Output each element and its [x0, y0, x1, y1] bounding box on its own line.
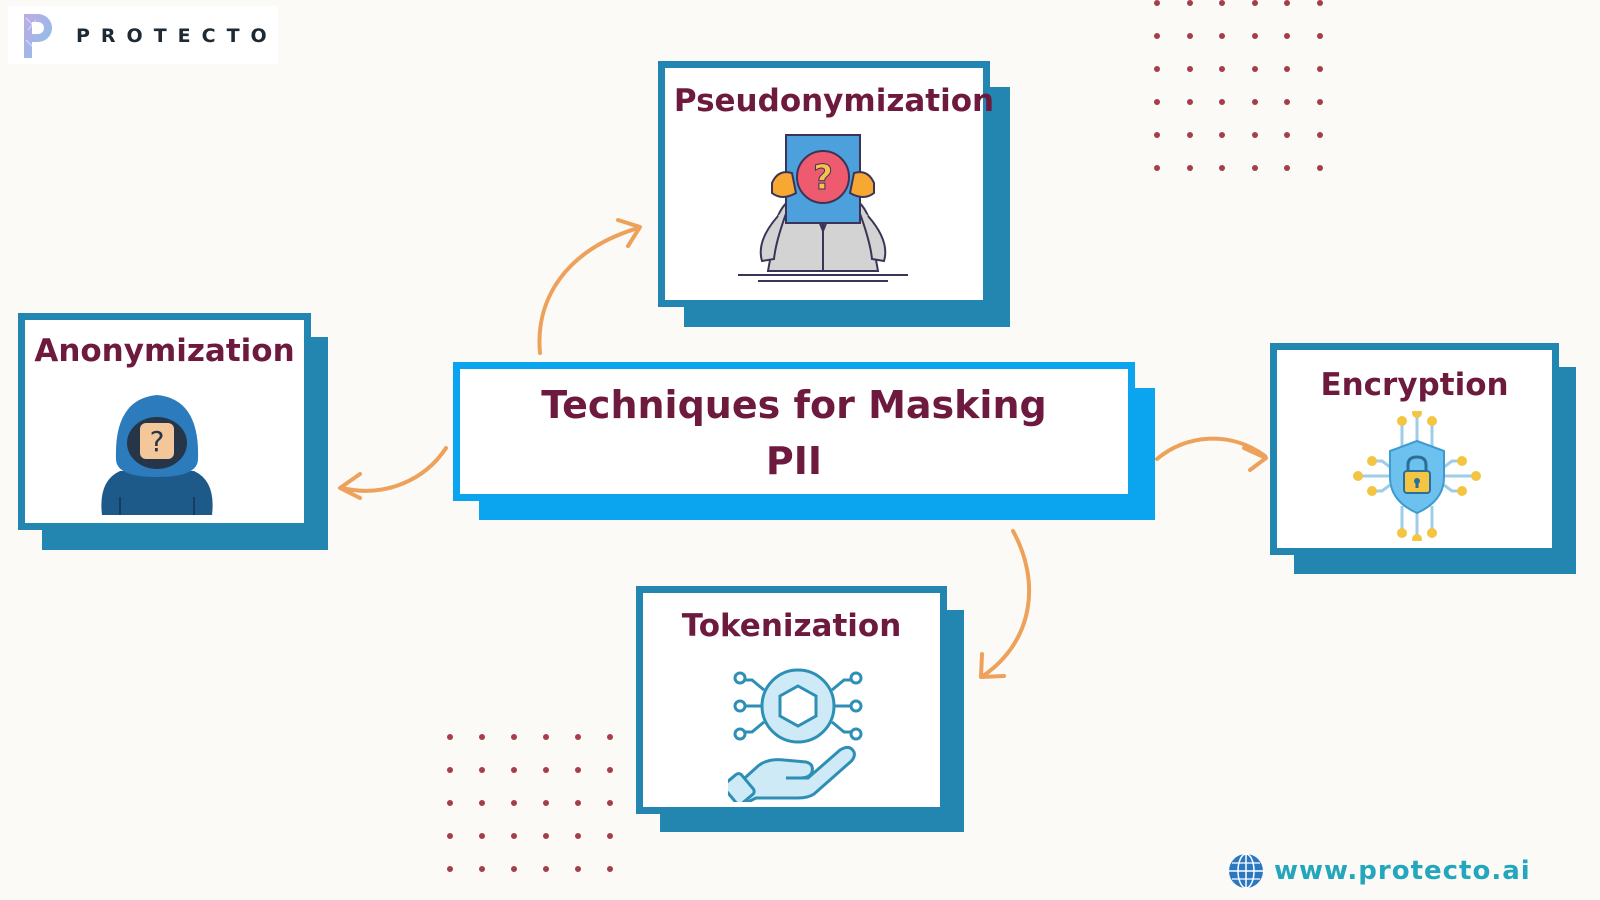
token-hand-icon: [728, 668, 863, 802]
decor-dot: [479, 866, 485, 872]
decor-dot: [1219, 66, 1225, 72]
decor-dot: [1154, 0, 1160, 6]
decor-dot: [1154, 66, 1160, 72]
decor-dot: [575, 866, 581, 872]
decor-dot: [1186, 33, 1193, 39]
decor-dot: [543, 734, 549, 740]
hooded-hacker-icon: ?: [101, 395, 213, 515]
decor-dot: [1219, 0, 1225, 6]
pseudonymization-title: Pseudonymization: [673, 83, 995, 119]
decor-dot: [575, 767, 581, 773]
decor-dot: [1284, 33, 1290, 39]
decor-dot: [1284, 0, 1290, 6]
decor-dot: [1154, 132, 1160, 138]
decor-dot: [479, 800, 485, 806]
encryption-title: Encryption: [1320, 367, 1509, 403]
decor-dot: [1154, 99, 1160, 105]
decor-dot: [1219, 99, 1225, 105]
globe-icon: [1229, 853, 1263, 889]
arrow-to-encryption: [1155, 436, 1267, 461]
decor-dot: [607, 767, 613, 773]
dot-grid-bottom-left: [447, 734, 627, 884]
decor-dot: [543, 800, 549, 806]
decor-dot: [575, 833, 581, 839]
tokenization-title: Tokenization: [681, 608, 902, 644]
decor-dot: [1219, 132, 1225, 138]
decor-dot: [543, 767, 549, 773]
center-title-card: Techniques for Masking PII: [453, 362, 1155, 520]
decor-dot: [447, 800, 453, 806]
decor-dot: [607, 833, 613, 839]
decor-dot: [1284, 66, 1290, 72]
website-url: www.protecto.ai: [1274, 856, 1531, 886]
shield-lock-circuit-icon: [1353, 411, 1481, 541]
decor-dot: [1251, 132, 1258, 138]
center-title: Techniques for Masking PII: [453, 377, 1135, 489]
decor-dot: [511, 767, 517, 773]
decor-dot: [1316, 66, 1323, 72]
decor-dot: [1316, 99, 1323, 105]
decor-dot: [1316, 132, 1323, 138]
decor-dot: [607, 734, 613, 740]
decor-dot: [1186, 0, 1193, 6]
decor-dot: [1284, 132, 1290, 138]
decor-dot: [511, 866, 517, 872]
decor-dot: [575, 734, 581, 740]
decor-dot: [1154, 33, 1160, 39]
decor-dot: [1316, 165, 1323, 171]
decor-dot: [1186, 132, 1193, 138]
decor-dot: [1154, 165, 1160, 171]
website-link[interactable]: www.protecto.ai: [1228, 851, 1531, 891]
decor-dot: [607, 866, 613, 872]
decor-dot: [511, 734, 517, 740]
masked-person-icon: ?: [738, 134, 908, 282]
dot-grid-top-right: [1154, 0, 1334, 171]
decor-dot: [479, 734, 485, 740]
decor-dot: [607, 800, 613, 806]
decor-dot: [511, 800, 517, 806]
protecto-logo[interactable]: PROTECTO: [8, 6, 278, 64]
protecto-logo-icon: [24, 14, 52, 58]
brand-name: PROTECTO: [76, 25, 278, 47]
decor-dot: [447, 833, 453, 839]
svg-text:?: ?: [813, 158, 833, 198]
decor-dot: [543, 866, 549, 872]
decor-dot: [1251, 33, 1258, 39]
decor-dot: [1284, 99, 1290, 105]
card-tokenization[interactable]: Tokenization: [636, 586, 964, 832]
decor-dot: [1316, 0, 1323, 6]
decor-dot: [447, 866, 453, 872]
decor-dot: [1284, 165, 1290, 171]
decor-dot: [1219, 33, 1225, 39]
decor-dot: [447, 734, 453, 740]
svg-text:?: ?: [150, 425, 165, 458]
arrow-to-tokenization: [981, 529, 1032, 678]
anonymization-title: Anonymization: [34, 333, 295, 369]
card-anonymization[interactable]: Anonymization ?: [18, 313, 328, 550]
decor-dot: [447, 767, 453, 773]
decor-dot: [479, 833, 485, 839]
decor-dot: [543, 833, 549, 839]
decor-dot: [1251, 99, 1258, 105]
arrow-to-pseudonymization: [537, 226, 640, 355]
decor-dot: [1316, 33, 1323, 39]
card-encryption[interactable]: Encryption: [1270, 343, 1576, 574]
decor-dot: [1251, 66, 1258, 72]
center-title-line1: Techniques for Masking: [541, 383, 1047, 427]
decor-dot: [1186, 99, 1193, 105]
center-title-line2: PII: [765, 439, 823, 483]
card-pseudonymization[interactable]: Pseudonymization ?: [658, 61, 1010, 327]
decor-dot: [1251, 0, 1258, 6]
decor-dot: [1186, 165, 1193, 171]
decor-dot: [511, 833, 517, 839]
decor-dot: [479, 767, 485, 773]
decor-dot: [575, 800, 581, 806]
arrow-to-anonymization: [340, 446, 448, 493]
decor-dot: [1251, 165, 1258, 171]
decor-dot: [1186, 66, 1193, 72]
decor-dot: [1219, 165, 1225, 171]
